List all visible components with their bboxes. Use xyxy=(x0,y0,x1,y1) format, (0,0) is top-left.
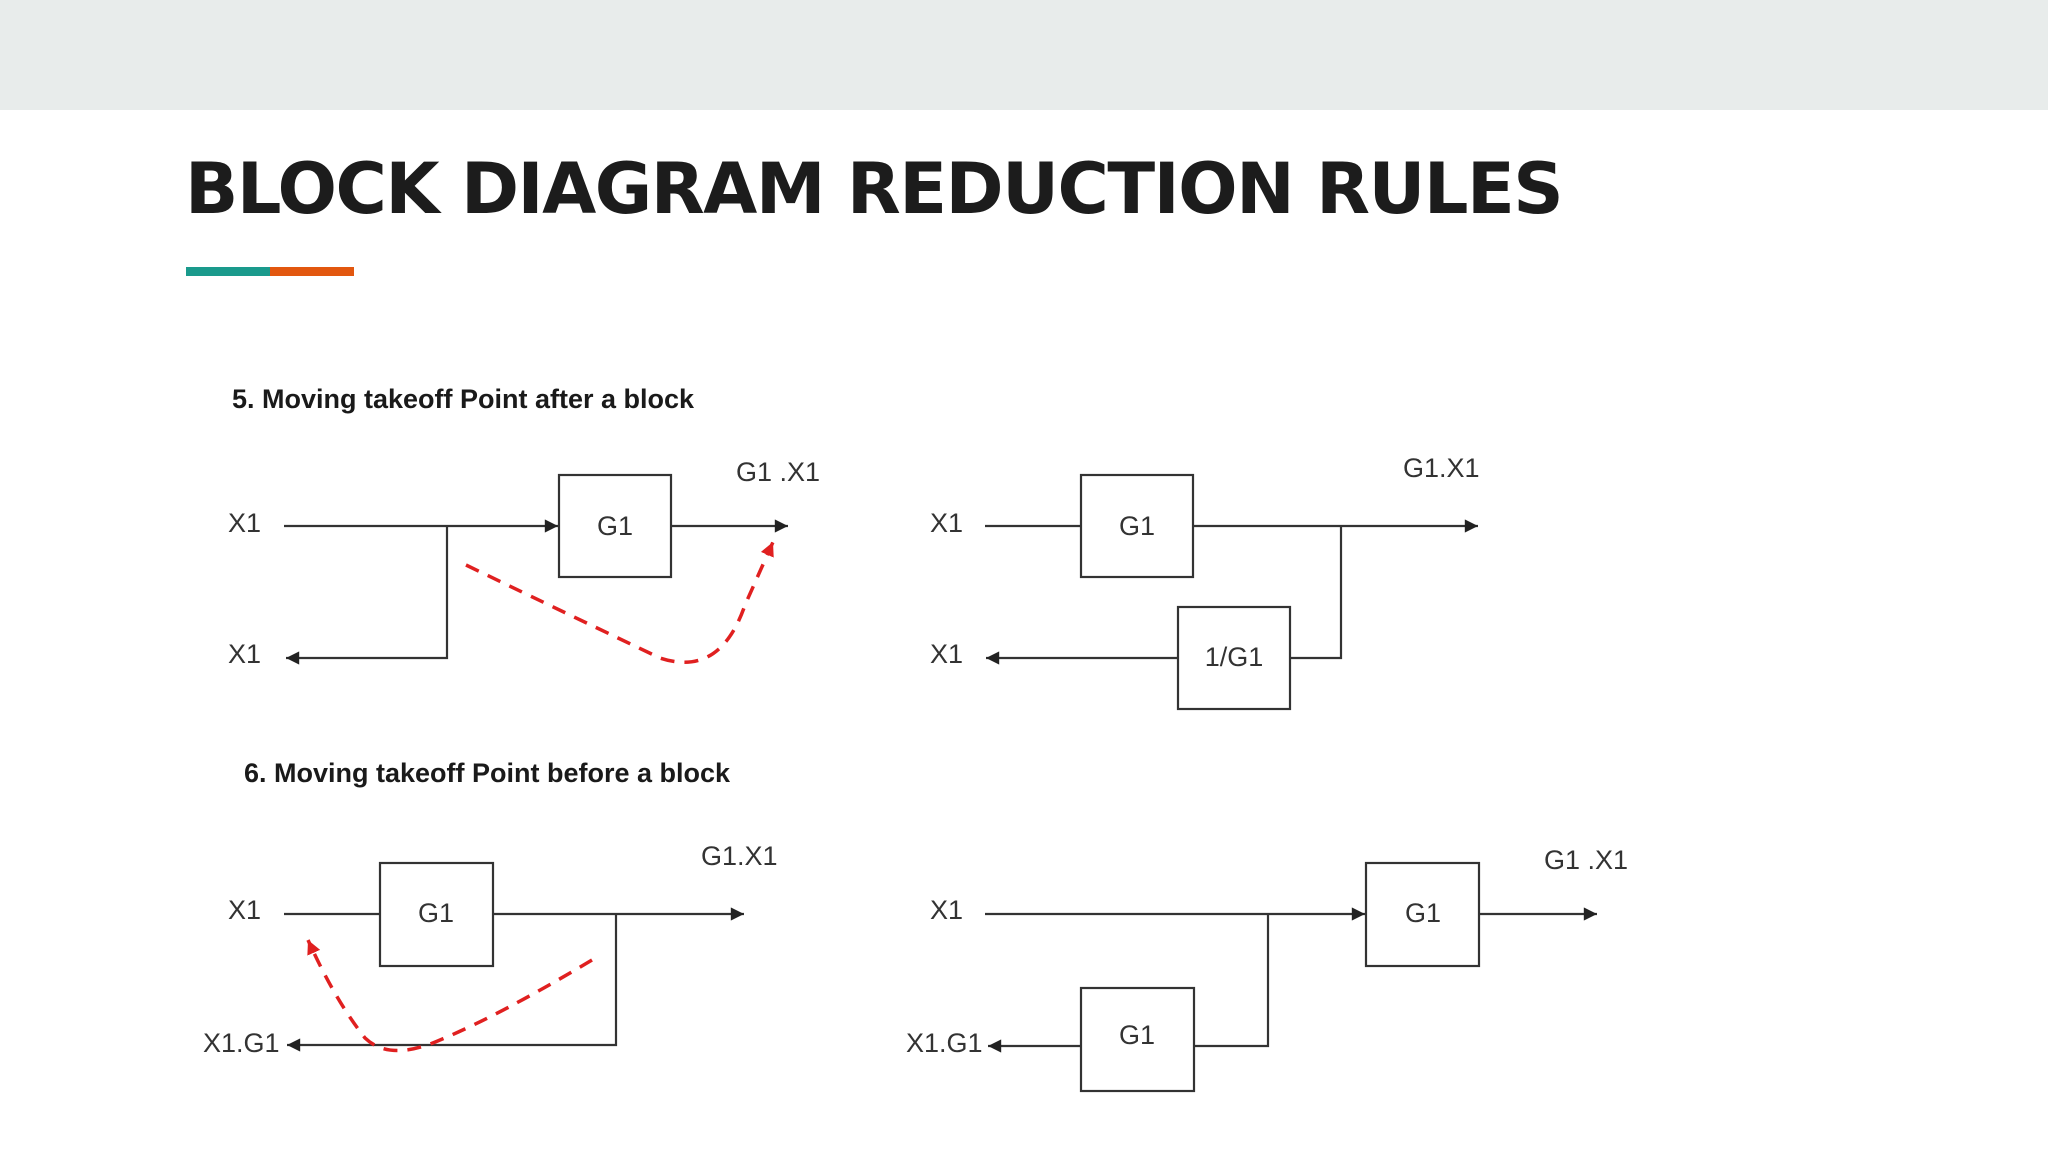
top-banner xyxy=(0,0,2048,110)
rule5-before-takeoff-branch xyxy=(286,526,449,665)
rule6-after-branch-g1-block xyxy=(1079,986,1196,1093)
rule5-heading: 5. Moving takeoff Point after a block xyxy=(232,384,695,414)
rule5-after-inverse-g1-label: 1/G1 xyxy=(1205,642,1264,672)
rule5-after-takeoff-branch xyxy=(1290,526,1343,660)
title-underline-orange xyxy=(270,267,354,276)
rule5-after-input-label: X1 xyxy=(930,508,963,538)
rule6-before-output-label: G1.X1 xyxy=(701,841,778,871)
rule6-before-takeoff-label: X1.G1 xyxy=(203,1028,280,1058)
rule5-before-output-label: G1 .X1 xyxy=(736,457,820,487)
rule6-after-branch-g1-label: G1 xyxy=(1119,1020,1155,1050)
rule5-before-g1-label: G1 xyxy=(597,511,633,541)
rule5-after-g1-label: G1 xyxy=(1119,511,1155,541)
rule6-heading: 6. Moving takeoff Point before a block xyxy=(244,758,731,788)
rule5-after-diagram: X1 G1 G1.X1 1/G1 X1 xyxy=(930,453,1480,711)
rule6-after-takeoff-branch xyxy=(1194,914,1270,1048)
rule6-before-takeoff-branch xyxy=(287,914,618,1052)
move-arrow-rule6 xyxy=(306,939,593,1053)
rule6-before-g1-label: G1 xyxy=(418,898,454,928)
rule6-after-g1-label: G1 xyxy=(1405,898,1441,928)
rule5-before-input-label: X1 xyxy=(228,508,261,538)
rule6-after-input-label: X1 xyxy=(930,895,963,925)
rule5-after-g1-block xyxy=(1079,473,1195,579)
rule5-after-takeoff-label: X1 xyxy=(930,639,963,669)
rule6-before-diagram: X1 G1 G1.X1 X1.G1 xyxy=(203,841,778,1058)
rule6-after-takeoff-label: X1.G1 xyxy=(906,1028,983,1058)
rule6-after-diagram: X1 G1 G1 .X1 G1 X1.G1 xyxy=(906,845,1628,1093)
move-arrow-rule5 xyxy=(465,541,775,664)
rule5-before-takeoff-label: X1 xyxy=(228,639,261,669)
rule5-before-diagram: X1 G1 G1 .X1 X1 xyxy=(228,457,820,669)
rule5-after-output-label: G1.X1 xyxy=(1403,453,1480,483)
slide-title: BLOCK DIAGRAM REDUCTION RULES xyxy=(185,148,1564,230)
rule6-before-input-label: X1 xyxy=(228,895,261,925)
rule6-after-output-label: G1 .X1 xyxy=(1544,845,1628,875)
title-underline-teal xyxy=(186,267,270,276)
rule6-before-g1-block xyxy=(378,861,495,968)
